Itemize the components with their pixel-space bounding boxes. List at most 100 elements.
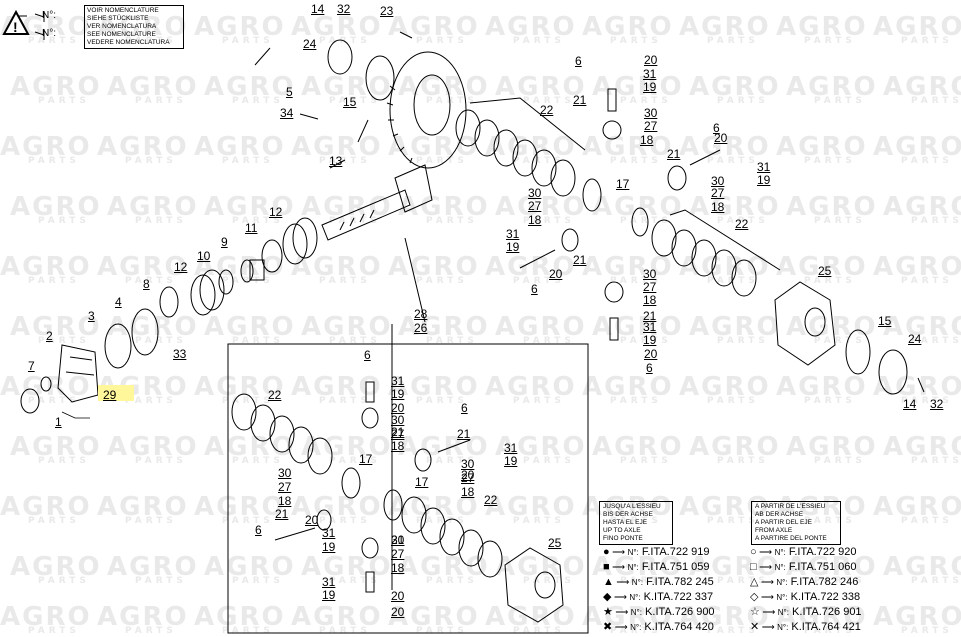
callout-c6d: 6	[646, 361, 653, 375]
callout-c20e: 20	[391, 401, 405, 415]
callout-c6a: 6	[575, 54, 582, 68]
callout-c11: 11	[245, 221, 258, 235]
legend-line: VEDERE NOMENCLATURA	[87, 39, 170, 46]
callout-c15b: 15	[878, 314, 892, 328]
arrow-icon: ⟶	[758, 592, 777, 602]
callout-c30a: 30	[528, 186, 542, 200]
callout-c13: 13	[329, 154, 343, 168]
ref-symbol: ★	[603, 606, 613, 618]
axle-ref-row: ✖ ⟶ N°: K.ITA.764 420	[603, 620, 715, 635]
callout-c26: 26	[414, 321, 428, 335]
part-25-diff-case-inset	[504, 547, 564, 623]
callout-c24a: 24	[303, 37, 317, 51]
callout-c24b: 24	[908, 332, 922, 346]
up-to-line: FINO PONTE	[603, 535, 643, 542]
callout-c18h: 18	[461, 485, 475, 499]
ref-prefix: N°:	[776, 593, 788, 602]
arrow-icon: ⟶	[759, 607, 778, 617]
callout-c6b: 6	[713, 121, 720, 135]
callout-c20d: 20	[644, 347, 658, 361]
callout-c19h: 19	[504, 454, 518, 468]
arrow-icon: ⟶	[609, 547, 628, 557]
callout-c1: 1	[55, 415, 62, 429]
part-19-pin-upper	[607, 88, 617, 112]
ref-code: F.ITA.722 920	[788, 546, 857, 558]
callout-c27c: 27	[643, 280, 657, 294]
part-21-planet-upper	[602, 120, 622, 140]
callout-c21h: 21	[391, 533, 405, 547]
up-to-line: HASTA EL EJE	[603, 519, 648, 526]
axle-ref-row: ★ ⟶ N°: K.ITA.726 900	[603, 605, 715, 620]
warning-icon: !	[2, 9, 30, 35]
callout-c21a: 21	[573, 93, 587, 107]
callout-c6f: 6	[461, 401, 468, 415]
callout-c20a: 20	[644, 53, 658, 67]
callout-c19e: 19	[391, 387, 405, 401]
part-12-bearing-a	[190, 269, 225, 316]
callout-c27d: 27	[644, 119, 658, 133]
part-25-diff-case-right	[774, 281, 836, 366]
callout-c28: 28	[414, 307, 428, 321]
callout-c30b: 30	[711, 174, 725, 188]
ref-code: K.ITA.726 900	[645, 606, 715, 618]
ref-symbol: ◇	[750, 591, 759, 603]
arrow-icon: ⟶	[612, 607, 631, 617]
callout-c14a: 14	[311, 2, 325, 16]
up-to-line: UP TO AXLE	[603, 527, 641, 534]
callout-c32b: 32	[930, 397, 944, 411]
part-17-side-gear-upper	[582, 178, 602, 212]
callout-c21g: 21	[275, 507, 289, 521]
callout-c21d: 21	[643, 309, 657, 323]
part-19-pin-inset-d	[365, 571, 375, 593]
part-24-nut-right	[878, 349, 908, 395]
callout-c25a: 25	[818, 264, 832, 278]
part-14-bolt-right	[917, 377, 925, 393]
callout-c21e: 21	[391, 425, 405, 439]
callout-c31a: 31	[506, 227, 520, 241]
callout-c30d: 30	[644, 106, 658, 120]
callout-c18g: 18	[391, 561, 405, 575]
ref-prefix: N°:	[627, 548, 639, 557]
part-17-side-gear-inset-b	[383, 489, 403, 521]
ref-code: F.ITA.751 060	[788, 561, 857, 573]
part-12-bearing-b	[282, 217, 318, 265]
part-22-disc-pack-upper	[455, 97, 586, 197]
from-axle-box: A PARTIR DE L'ESSIEU AB DER ACHSE A PART…	[751, 501, 841, 545]
callout-c31f: 31	[322, 526, 336, 540]
ref-code: K.ITA.726 901	[792, 606, 862, 618]
callout-c22d: 22	[484, 493, 498, 507]
from-line: A PARTIR DEL EJE	[755, 519, 812, 526]
callout-c27g: 27	[391, 547, 405, 561]
from-line: FROM AXLE	[755, 527, 793, 534]
part-15-bearing	[365, 55, 395, 101]
